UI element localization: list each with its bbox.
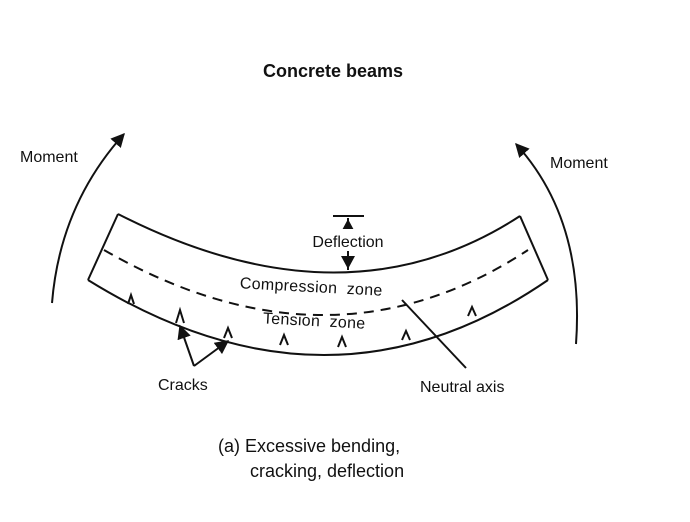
crack-mark <box>175 306 185 324</box>
beam-left-end <box>87 213 119 281</box>
crack-mark <box>337 334 347 348</box>
compression-zone-label: Compression zone <box>239 275 383 299</box>
neutral-axis-line <box>103 249 529 316</box>
crack-mark <box>467 304 477 317</box>
crack-mark <box>127 291 135 305</box>
cracks-pointer-2 <box>193 340 230 367</box>
crack-mark <box>279 332 289 346</box>
tension-zone-label: Tension zone <box>263 310 366 332</box>
crack-mark <box>223 325 233 339</box>
crack-marks <box>127 291 477 348</box>
moment-label-left: Moment <box>20 149 78 166</box>
diagram-title: Concrete beams <box>263 61 403 81</box>
deflection-arrow-down <box>341 256 355 269</box>
caption-line-1: (a) Excessive bending, <box>218 436 400 456</box>
caption-line-2: cracking, deflection <box>250 461 404 481</box>
deflection-label-bg <box>300 229 396 251</box>
deflection-label: Deflection <box>312 234 383 251</box>
neutral-axis-label: Neutral axis <box>420 379 504 396</box>
neutral-axis-pointer <box>401 299 467 369</box>
beam-right-end <box>519 215 549 281</box>
cracks-pointer-1 <box>177 324 195 367</box>
moment-arrow-left <box>51 132 125 304</box>
beam-top-edge <box>117 213 521 274</box>
beam-bottom-edge <box>87 279 549 356</box>
moment-arrow-right <box>515 142 579 345</box>
crack-mark <box>401 328 411 341</box>
moment-label-right: Moment <box>550 155 608 172</box>
cracks-label: Cracks <box>158 377 208 394</box>
deflection-arrow-up <box>341 219 355 232</box>
